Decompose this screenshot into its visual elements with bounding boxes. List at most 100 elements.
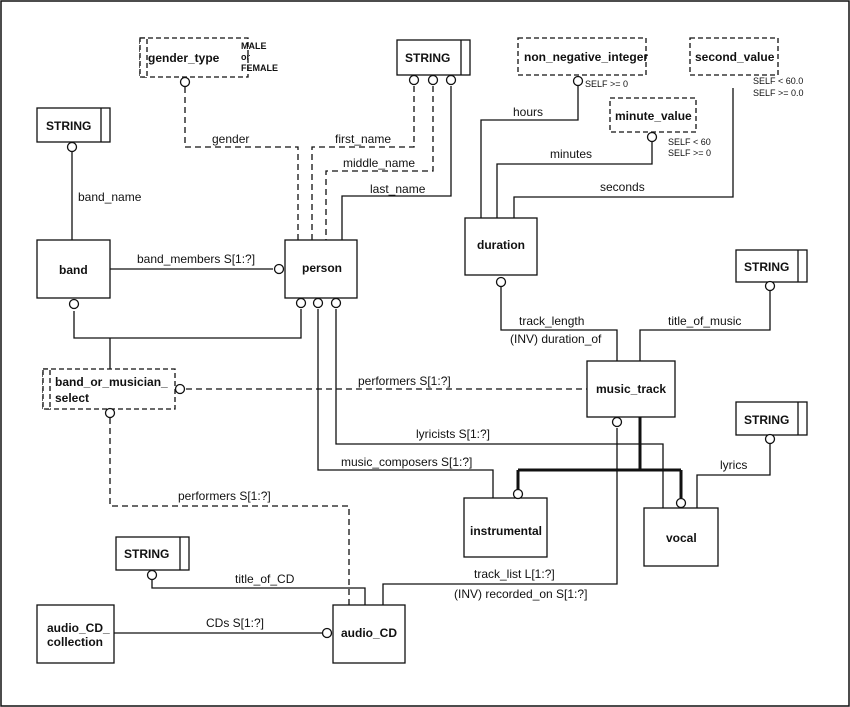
performers-cd-end-circle — [104, 407, 116, 419]
minute-value-box — [609, 97, 697, 133]
last-name-line — [341, 86, 452, 240]
performers-cd-relation-label: performers S[1:?] — [178, 489, 271, 503]
minute-rule-note-1: SELF < 60 — [668, 137, 711, 147]
band-or-musician-select-bar — [42, 368, 51, 410]
lyricists-line — [335, 309, 664, 508]
music-track-entity — [586, 360, 676, 418]
middle-name-end-circle — [427, 74, 439, 86]
track-list-end-circle — [611, 416, 623, 428]
track-list-relation-label: track_list L[1:?] — [474, 567, 555, 581]
music-composers-relation-label: music_composers S[1:?] — [341, 455, 472, 469]
string-box-band — [36, 107, 111, 143]
duration-entity — [464, 217, 538, 276]
instrumental-entity — [463, 497, 548, 558]
first-name-end-circle — [408, 74, 420, 86]
string-box-cd — [115, 536, 190, 571]
audio-cd-entity — [332, 604, 406, 664]
second-value-label: second_value — [695, 50, 775, 64]
second-value-box — [689, 37, 779, 76]
instrumental-label: instrumental — [470, 524, 542, 538]
audio-cd-label: audio_CD — [341, 626, 397, 640]
cds-relation-label: CDs S[1:?] — [206, 616, 264, 630]
person-select-circle — [295, 297, 307, 309]
vocal-subtype-circle — [675, 497, 687, 509]
band-or-musician-label-1: band_or_musician_ — [55, 375, 168, 389]
band-entity — [36, 239, 111, 299]
performers-track-end-circle — [174, 383, 186, 395]
title-of-music-line — [639, 290, 771, 361]
title-of-music-relation-label: title_of_music — [668, 314, 741, 328]
person-entity — [284, 239, 358, 299]
gender-note-female: FEMALE — [241, 63, 278, 73]
title-of-music-end-circle — [764, 280, 776, 292]
vocal-entity — [643, 507, 719, 567]
duration-label: duration — [477, 238, 525, 252]
string-box-names — [396, 39, 471, 76]
gender-type-box-bar — [139, 37, 148, 78]
gender-note-male: MALE — [241, 41, 267, 51]
subtype-tree-line — [516, 417, 683, 498]
audio-cd-collection-label-2: collection — [47, 635, 103, 649]
string-label-cd: STRING — [124, 547, 169, 561]
hours-line — [480, 86, 579, 218]
lyricists-relation-label: lyricists S[1:?] — [416, 427, 490, 441]
band-label: band — [59, 263, 88, 277]
lyrics-relation-label: lyrics — [720, 458, 747, 472]
audio-cd-collection-label-1: audio_CD_ — [47, 621, 110, 635]
lyricists-end-circle — [330, 297, 342, 309]
middle-name-line — [325, 86, 434, 240]
music-composers-line — [317, 309, 494, 498]
select-join-line — [73, 309, 302, 339]
track-length-relation-label: track_length — [519, 314, 584, 328]
middle-name-relation-label: middle_name — [343, 156, 415, 170]
gender-relation-label: gender — [212, 132, 249, 146]
band-members-end-circle — [273, 263, 285, 275]
minutes-line — [496, 142, 653, 218]
string-box-music — [735, 249, 808, 283]
performers-track-relation-label: performers S[1:?] — [358, 374, 451, 388]
vocal-label: vocal — [666, 531, 697, 545]
seconds-relation-label: seconds — [600, 180, 645, 194]
title-of-cd-line — [151, 580, 366, 605]
minute-value-label: minute_value — [615, 109, 692, 123]
nni-rule-note: SELF >= 0 — [585, 79, 628, 89]
hours-relation-label: hours — [513, 105, 543, 119]
minutes-end-circle — [646, 131, 658, 143]
band-name-end-circle — [66, 141, 78, 153]
band-or-musician-label-2: select — [55, 391, 89, 405]
second-rule-note-1: SELF < 60.0 — [753, 76, 803, 86]
gender-end-circle — [179, 76, 191, 88]
title-of-cd-relation-label: title_of_CD — [235, 572, 295, 586]
hours-end-circle — [572, 75, 584, 87]
lyrics-line — [696, 444, 771, 508]
gender-line — [184, 87, 299, 240]
string-label-names: STRING — [405, 51, 450, 65]
non-negative-integer-box — [517, 37, 647, 76]
first-name-line — [311, 86, 415, 240]
string-label-lyrics: STRING — [744, 413, 789, 427]
second-rule-note-2: SELF >= 0.0 — [753, 88, 804, 98]
string-label-music: STRING — [744, 260, 789, 274]
duration-of-relation-label: (INV) duration_of — [510, 332, 602, 346]
last-name-relation-label: last_name — [370, 182, 426, 196]
person-label: person — [302, 261, 342, 275]
track-length-line — [500, 287, 618, 361]
string-label-band: STRING — [46, 119, 91, 133]
recorded-on-relation-label: (INV) recorded_on S[1:?] — [454, 587, 587, 601]
music-track-label: music_track — [596, 382, 666, 396]
title-of-cd-end-circle — [146, 569, 158, 581]
lyrics-end-circle — [764, 433, 776, 445]
first-name-relation-label: first_name — [335, 132, 391, 146]
cds-end-circle — [321, 627, 333, 639]
track-length-end-circle — [495, 276, 507, 288]
instrumental-subtype-circle — [512, 488, 524, 500]
band-name-relation-label: band_name — [78, 190, 142, 204]
string-box-lyrics — [735, 401, 808, 436]
gender-note-or: or — [241, 52, 250, 62]
non-negative-integer-label: non_negative_integer — [524, 50, 648, 64]
track-list-line — [382, 428, 618, 605]
minute-rule-note-2: SELF >= 0 — [668, 148, 711, 158]
composers-end-circle — [312, 297, 324, 309]
